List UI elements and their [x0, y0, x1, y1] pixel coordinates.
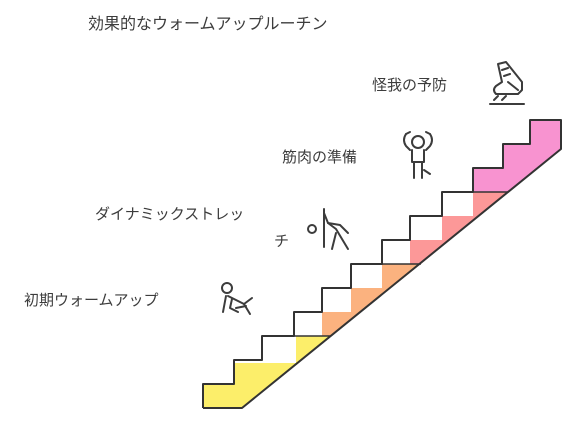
crawling-person-icon: [221, 282, 253, 315]
stair-section-muscle-prep: [382, 192, 508, 264]
staircase-outline: [202, 119, 562, 409]
sneaker-icon: [489, 61, 525, 105]
flexing-person-icon: [403, 131, 433, 179]
step-label-dynamic-stretch-line2: チ: [274, 232, 289, 250]
stair-section-injury-prevention: [473, 120, 561, 192]
step-label-muscle-prep: 筋肉の準備: [282, 148, 357, 166]
stair-section-dynamic-stretch: [294, 264, 421, 336]
stair-section-initial-warmup: [203, 336, 331, 408]
stretching-person-icon: [307, 208, 349, 250]
step-label-dynamic-stretch-line1: ダイナミックストレッ: [95, 205, 244, 223]
diagram-title: 効果的なウォームアップルーチン: [88, 14, 328, 33]
step-label-initial-warmup: 初期ウォームアップ: [24, 291, 159, 309]
step-label-injury-prevention: 怪我の予防: [372, 76, 447, 94]
